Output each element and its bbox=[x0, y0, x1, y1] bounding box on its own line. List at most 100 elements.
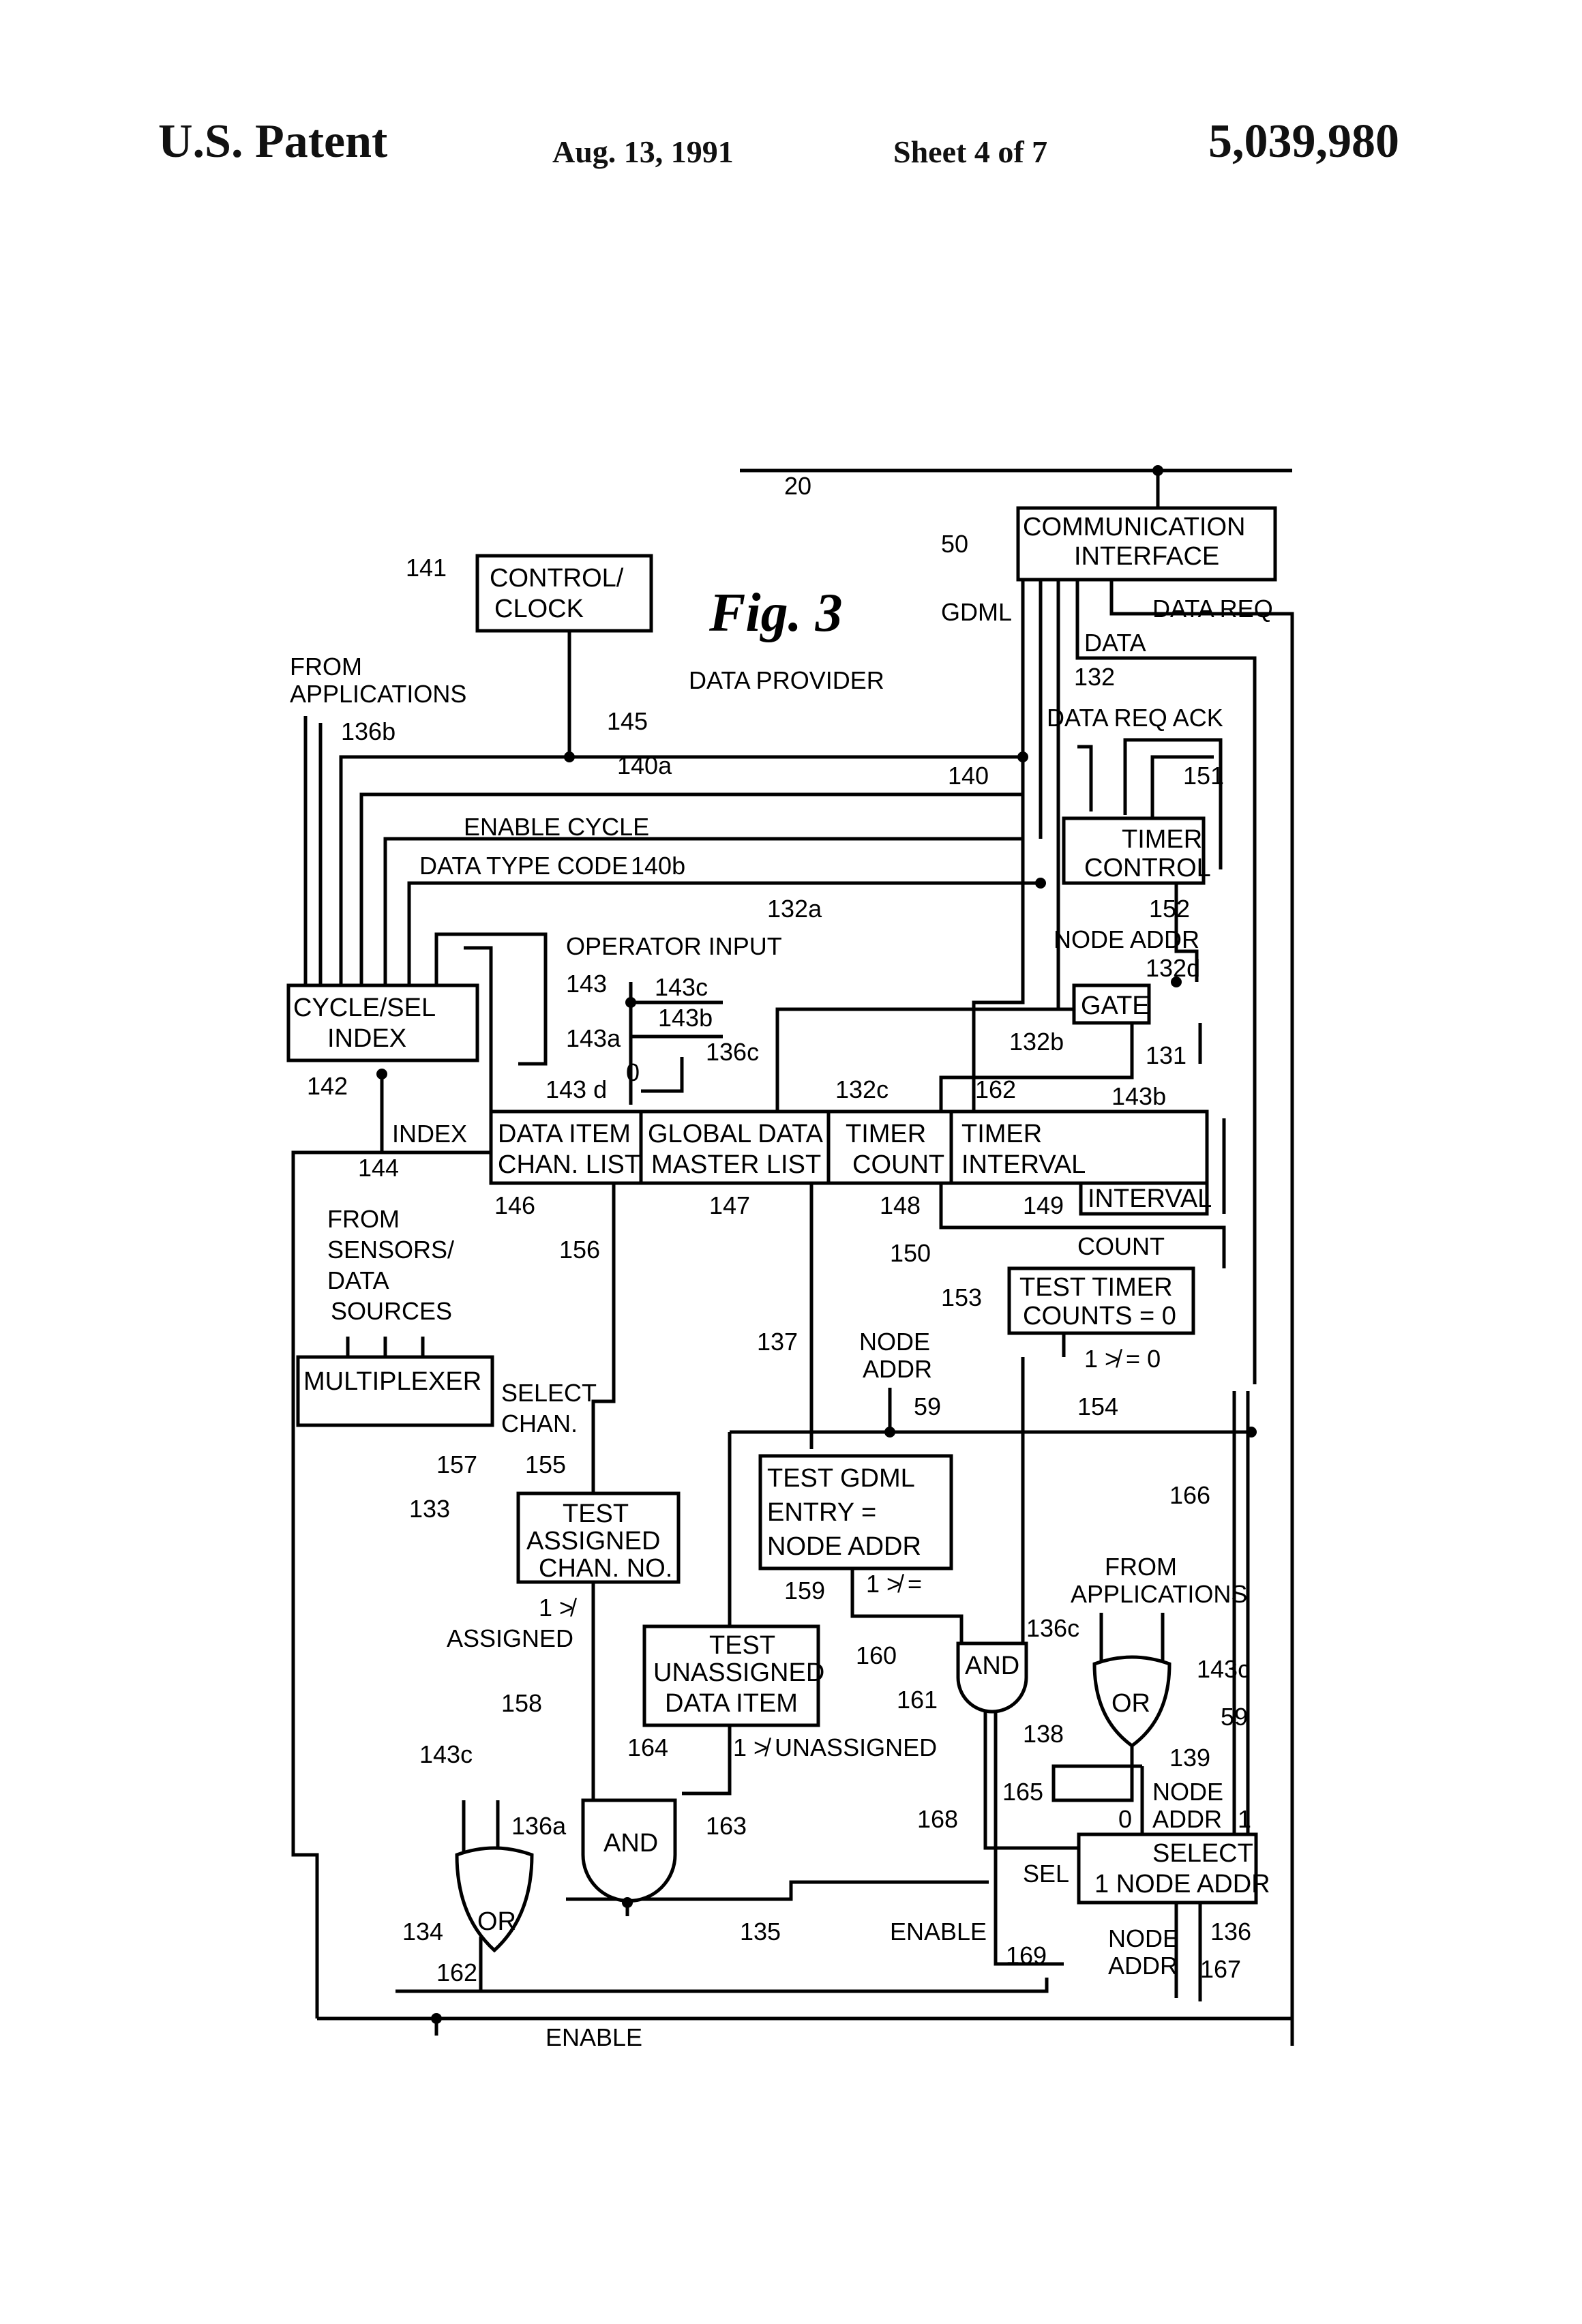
comm-interface-label-2: INTERFACE bbox=[1074, 542, 1219, 571]
ref-143: 143 bbox=[566, 970, 607, 998]
ref-159: 159 bbox=[784, 1577, 825, 1605]
ref-143a: 143a bbox=[566, 1024, 621, 1052]
signal-gdml: GDML bbox=[941, 598, 1012, 626]
signal-one-eq: 1 ≯ = bbox=[866, 1570, 922, 1598]
ref-143c: 143c bbox=[655, 973, 708, 1001]
test-unassigned-label-1: TEST bbox=[709, 1631, 775, 1660]
signal-from-sensors-2: SENSORS/ bbox=[327, 1236, 454, 1264]
signal-sel-1: 1 bbox=[1238, 1805, 1251, 1833]
data-item-list-label-2: CHAN. LIST bbox=[498, 1150, 640, 1179]
wires bbox=[291, 468, 1294, 2046]
signal-zero-143d: 0 bbox=[626, 1058, 640, 1086]
select-node-addr-box bbox=[1077, 1832, 1258, 1905]
signal-enable-bottom: ENABLE bbox=[546, 2023, 642, 2051]
signal-operator-input: OPERATOR INPUT bbox=[566, 932, 782, 960]
ref-169: 169 bbox=[1006, 1941, 1047, 1969]
ref-145: 145 bbox=[607, 707, 648, 735]
ref-156: 156 bbox=[559, 1236, 600, 1264]
ref-167: 167 bbox=[1200, 1955, 1241, 1983]
ref-132b: 132b bbox=[1009, 1028, 1064, 1056]
signal-one-assigned-1: 1 ≯ bbox=[539, 1594, 578, 1622]
and-161-gate bbox=[956, 1641, 1028, 1714]
global-data-label-1: GLOBAL DATA bbox=[648, 1120, 824, 1148]
signal-enable-mid: ENABLE bbox=[890, 1918, 987, 1946]
ref-148: 148 bbox=[880, 1191, 921, 1219]
signal-data: DATA bbox=[1084, 629, 1146, 657]
ref-163: 163 bbox=[706, 1812, 747, 1840]
ref-142: 142 bbox=[307, 1072, 348, 1100]
cycle-sel-index-box bbox=[286, 983, 479, 1062]
ref-136c: 136c bbox=[706, 1038, 759, 1066]
ref-20: 20 bbox=[784, 472, 811, 500]
signal-from-sensors-1: FROM bbox=[327, 1205, 400, 1233]
timer-interval-label-2: INTERVAL bbox=[961, 1150, 1086, 1179]
and-163-label: AND bbox=[603, 1829, 658, 1858]
signal-from-apps-left-1: FROM bbox=[290, 653, 362, 681]
comm-interface-box bbox=[1016, 506, 1277, 582]
ref-140a: 140a bbox=[617, 751, 672, 779]
signal-one-unassigned: 1 ≯ UNASSIGNED bbox=[733, 1733, 937, 1761]
test-unassigned-label-3: DATA ITEM bbox=[665, 1689, 798, 1718]
interval-sub-box bbox=[1079, 1181, 1209, 1216]
ref-147: 147 bbox=[709, 1191, 750, 1219]
signal-index: INDEX bbox=[392, 1120, 467, 1148]
ref-134: 134 bbox=[402, 1918, 443, 1946]
signal-from-apps-right-2: APPLICATIONS bbox=[1071, 1580, 1247, 1608]
signal-node-addr-bottom-2: ADDR bbox=[1108, 1952, 1178, 1980]
timer-count-label-1: TIMER bbox=[846, 1120, 926, 1148]
ref-135: 135 bbox=[740, 1918, 781, 1946]
patent-number: 5,039,980 bbox=[1208, 115, 1399, 168]
signal-node-addr-or-2: ADDR bbox=[1152, 1805, 1222, 1833]
ref-132a: 132a bbox=[767, 895, 822, 923]
ref-143b2: 143b bbox=[1111, 1082, 1166, 1110]
test-timer-box bbox=[1007, 1266, 1195, 1335]
timer-count-label-2: COUNT bbox=[852, 1150, 944, 1179]
test-gdml-label-1: TEST GDML bbox=[767, 1464, 915, 1493]
gate-box bbox=[1072, 983, 1151, 1025]
signal-select: SELECT bbox=[501, 1379, 597, 1407]
signal-one-assigned-2: ASSIGNED bbox=[447, 1624, 573, 1652]
signal-data-req: DATA REQ bbox=[1152, 595, 1273, 623]
test-timer-label-2: COUNTS = 0 bbox=[1023, 1302, 1176, 1330]
ref-143b: 143b bbox=[658, 1004, 713, 1032]
test-gdml-label-3: NODE ADDR bbox=[767, 1532, 921, 1561]
signal-data-req-ack: DATA REQ ACK bbox=[1047, 704, 1223, 732]
ref-50: 50 bbox=[941, 530, 968, 558]
ref-137: 137 bbox=[757, 1328, 798, 1356]
control-clock-label-1: CONTROL/ bbox=[490, 564, 624, 593]
patent-label: U.S. Patent bbox=[158, 115, 388, 168]
ref-160: 160 bbox=[856, 1641, 897, 1669]
figure-subtitle: DATA PROVIDER bbox=[689, 666, 884, 694]
ref-131: 131 bbox=[1146, 1041, 1186, 1069]
test-gdml-label-2: ENTRY = bbox=[767, 1498, 876, 1527]
test-assigned-label-1: TEST bbox=[563, 1500, 629, 1528]
ref-140b: 140b bbox=[631, 852, 685, 880]
patent-date: Aug. 13, 1991 bbox=[552, 134, 734, 169]
figure-title: Fig. 3 bbox=[708, 583, 843, 643]
junction-dots bbox=[376, 465, 1257, 2024]
ref-164: 164 bbox=[627, 1733, 668, 1761]
timer-interval-label-1: TIMER bbox=[961, 1120, 1042, 1148]
ref-161: 161 bbox=[897, 1686, 938, 1714]
interval-sub-label: INTERVAL bbox=[1088, 1185, 1212, 1213]
ref-151: 151 bbox=[1183, 762, 1224, 790]
signal-from-sensors-3: DATA bbox=[327, 1266, 389, 1294]
ref-59: 59 bbox=[914, 1392, 941, 1420]
signal-node-addr-mid-1: NODE bbox=[859, 1328, 930, 1356]
ref-165: 165 bbox=[1002, 1778, 1043, 1806]
ref-150: 150 bbox=[890, 1239, 931, 1267]
or-138-label: OR bbox=[1111, 1689, 1150, 1718]
and-161-label: AND bbox=[965, 1652, 1019, 1680]
ref-140: 140 bbox=[948, 762, 989, 790]
block-shapes bbox=[286, 506, 1277, 1953]
ref-157: 157 bbox=[436, 1450, 477, 1478]
select-node-label-2: 1 NODE ADDR bbox=[1094, 1870, 1270, 1898]
sheet-number: Sheet 4 of 7 bbox=[893, 134, 1048, 169]
data-item-list-label-1: DATA ITEM bbox=[498, 1120, 631, 1148]
signal-from-apps-right-1: FROM bbox=[1105, 1553, 1177, 1581]
test-assigned-label-2: ASSIGNED bbox=[526, 1527, 660, 1555]
ref-168: 168 bbox=[917, 1805, 958, 1833]
global-data-label-2: MASTER LIST bbox=[651, 1150, 821, 1179]
ref-143c3: 143c bbox=[419, 1740, 473, 1768]
